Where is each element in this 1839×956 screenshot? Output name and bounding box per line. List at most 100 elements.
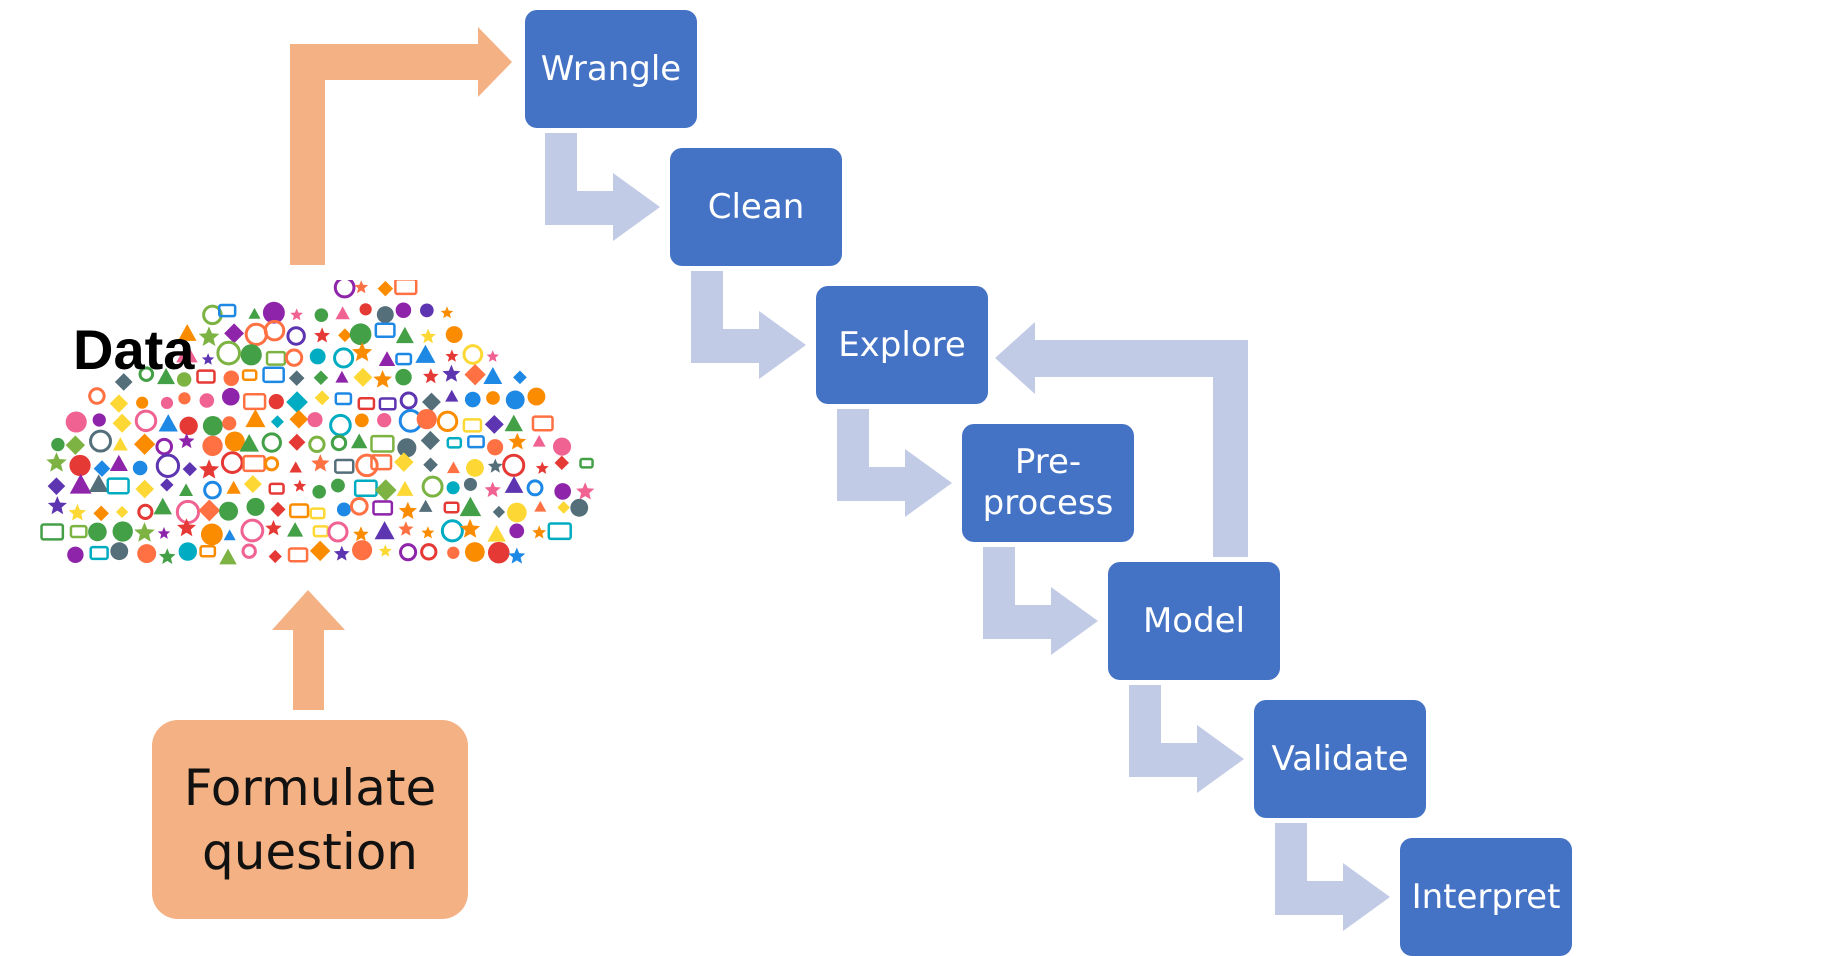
globe-icon	[487, 439, 504, 456]
model-to-validate-arrow	[1129, 685, 1244, 793]
printer-icon	[199, 459, 220, 479]
globe-icon	[69, 524, 88, 539]
heart-icon	[420, 543, 438, 561]
arrow-icon	[372, 500, 394, 516]
clock-icon	[398, 501, 417, 519]
star-icon	[420, 430, 441, 451]
rss-icon	[223, 529, 236, 541]
clock-icon	[329, 413, 352, 437]
warning-icon	[198, 499, 221, 522]
gear-icon	[421, 526, 435, 539]
globe-icon	[293, 479, 307, 492]
rss-icon	[270, 415, 284, 429]
satellite-icon	[330, 434, 348, 452]
printer-icon	[198, 326, 220, 346]
music-icon	[245, 409, 266, 428]
warning-icon	[134, 409, 158, 433]
at-icon	[308, 435, 326, 454]
music-icon	[309, 507, 326, 520]
rss-icon	[314, 390, 330, 406]
cart-icon	[353, 479, 378, 497]
star-icon	[116, 505, 129, 519]
camera-icon	[359, 303, 372, 316]
bird-icon	[504, 414, 523, 432]
envelope-icon	[492, 505, 506, 519]
star-icon	[378, 544, 392, 557]
printer-icon	[418, 499, 433, 512]
satellite-icon	[244, 322, 268, 347]
satellite-icon	[287, 547, 309, 563]
printer-icon	[399, 391, 418, 410]
info-icon	[447, 461, 460, 474]
rss-icon	[202, 435, 223, 457]
step-interpret: Interpret	[1400, 838, 1572, 956]
phone-icon	[270, 501, 286, 517]
phone-icon	[89, 545, 109, 561]
printer-icon	[241, 543, 257, 559]
heart-icon	[217, 303, 237, 318]
phone-icon	[157, 527, 171, 539]
star-icon	[527, 387, 546, 406]
phone-icon	[374, 479, 397, 501]
chat-icon	[289, 409, 309, 429]
satellite-icon	[445, 389, 459, 402]
rss-icon	[336, 502, 351, 517]
step-explore: Explore	[816, 286, 988, 404]
bird-icon	[202, 304, 223, 326]
envelope-icon	[333, 280, 356, 299]
clock-icon	[333, 347, 355, 369]
arrow-icon	[440, 306, 454, 319]
clock-icon	[219, 548, 237, 565]
cart-icon	[176, 343, 198, 363]
chat-icon	[178, 542, 198, 561]
gear-icon	[203, 480, 222, 500]
bird-icon	[446, 436, 463, 449]
step-preprocess: Pre- process	[962, 424, 1134, 542]
phone-icon	[201, 353, 215, 365]
printer-icon	[354, 413, 369, 428]
heart-icon	[138, 366, 155, 382]
music-icon	[421, 475, 444, 498]
arrow-icon	[199, 545, 217, 558]
camera-icon	[155, 437, 174, 456]
wifi-icon	[179, 483, 194, 496]
camera-icon	[216, 340, 242, 366]
arrow-icon	[47, 477, 66, 495]
chat-icon	[132, 460, 148, 476]
rss-icon	[313, 370, 329, 385]
globe-icon	[447, 546, 460, 559]
heart-icon	[487, 525, 506, 542]
clock-icon	[69, 473, 92, 494]
star-icon	[334, 458, 355, 474]
warning-icon	[312, 484, 326, 499]
satellite-icon	[395, 352, 413, 366]
arrow-icon	[155, 453, 181, 478]
bird-icon	[137, 503, 154, 520]
bird-icon	[349, 323, 372, 346]
gear-icon	[462, 344, 484, 365]
satellite-icon	[442, 364, 461, 382]
clock-icon	[373, 370, 392, 388]
bird-icon	[570, 498, 589, 517]
arrow-icon	[353, 367, 373, 387]
rss-icon	[159, 548, 176, 564]
wifi-icon	[289, 461, 302, 473]
star-icon	[484, 414, 504, 434]
gear-icon	[505, 390, 525, 410]
music-icon	[240, 344, 262, 366]
gear-icon	[93, 505, 109, 522]
info-icon	[112, 521, 133, 542]
wifi-icon	[398, 521, 414, 536]
satellite-icon	[242, 454, 266, 473]
star-icon	[88, 387, 106, 405]
printer-icon	[352, 342, 373, 362]
info-icon	[331, 478, 345, 493]
at-icon	[554, 483, 572, 500]
envelope-icon	[464, 391, 481, 408]
wifi-icon	[445, 349, 459, 362]
preprocess-to-model-arrow	[983, 547, 1098, 655]
warning-icon	[532, 525, 547, 539]
music-icon	[200, 523, 223, 546]
globe-icon	[248, 307, 261, 319]
